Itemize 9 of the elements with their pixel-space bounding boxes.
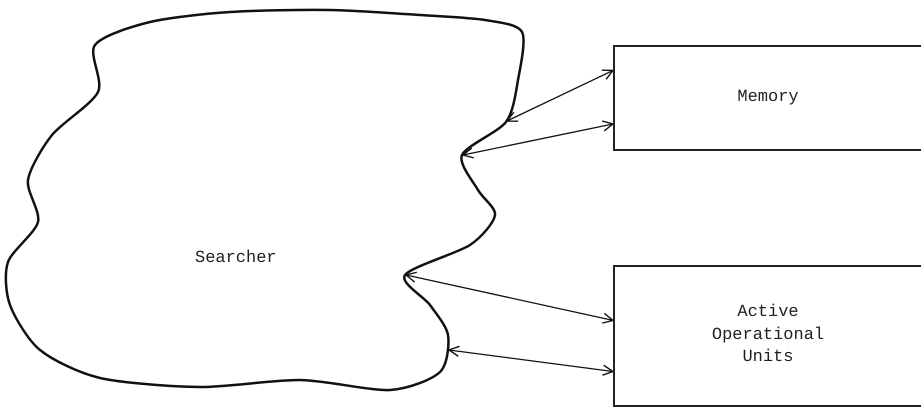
arrow: [405, 272, 614, 324]
arrow: [448, 346, 614, 376]
process-box: [613, 265, 921, 407]
node-label: Memory: [737, 86, 799, 109]
process-box: [613, 45, 921, 151]
node-label: Searcher: [195, 248, 278, 270]
arrow: [462, 120, 614, 159]
node-label: Active Operational Units: [710, 302, 826, 370]
arrow: [506, 70, 614, 122]
